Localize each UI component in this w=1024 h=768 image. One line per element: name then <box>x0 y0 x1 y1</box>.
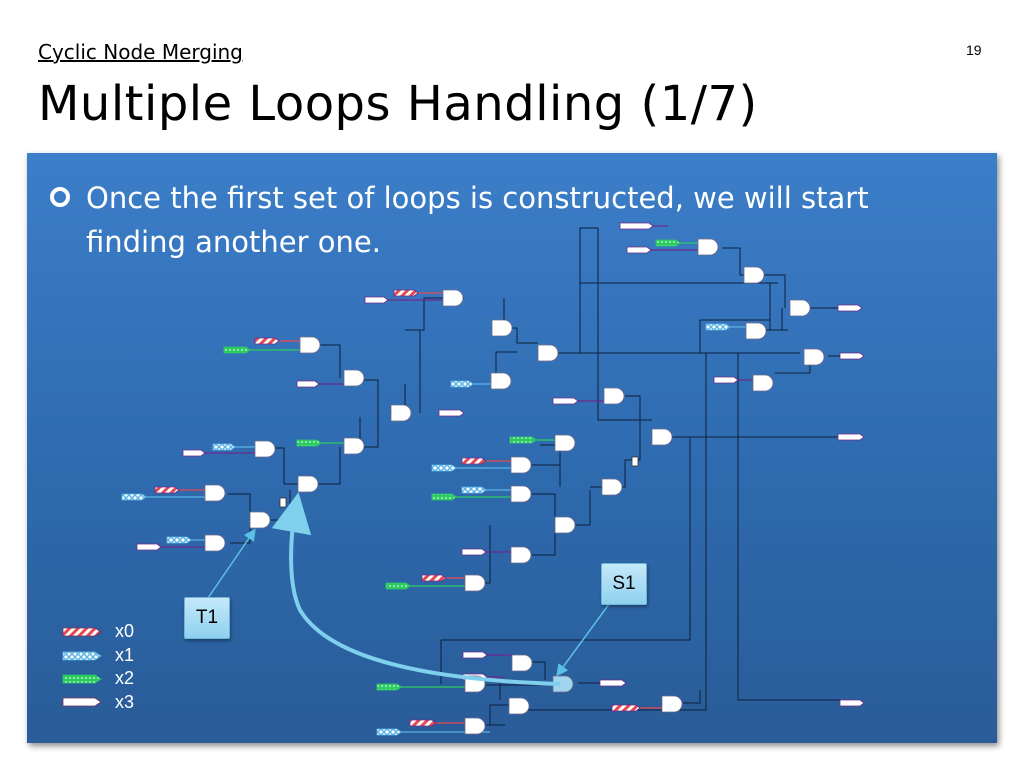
legend-label-x0: x0 <box>115 621 135 641</box>
tag-x3 <box>438 409 465 417</box>
tag-x0 <box>254 337 280 345</box>
tag-out <box>839 352 865 360</box>
tag-x2 <box>655 239 681 247</box>
s1-pointer <box>556 599 613 677</box>
slide-title: Multiple Loops Handling (1/7) <box>38 76 758 132</box>
legend-swatch-x1 <box>62 651 102 661</box>
tag-x2 <box>376 683 402 691</box>
tag-x2 <box>296 439 322 447</box>
tag-x2 <box>385 582 411 590</box>
tag-x3 <box>626 246 652 254</box>
tag-x1 <box>431 464 457 472</box>
callout-s1: S1 <box>601 563 647 605</box>
slide-number: 19 <box>966 42 982 58</box>
signal-tags <box>121 222 865 736</box>
bullet-icon <box>50 187 70 207</box>
tag-x3 <box>619 222 654 230</box>
tag-out <box>837 304 863 312</box>
bullet-text: Once the first set of loops is construct… <box>86 181 869 259</box>
content-panel <box>27 153 997 743</box>
tag-x1 <box>121 493 147 501</box>
tag-x0 <box>154 486 180 494</box>
tag-x3 <box>182 449 206 457</box>
tag-x0 <box>461 457 487 465</box>
tag-x3 <box>713 376 739 384</box>
tag-x0 <box>393 289 419 297</box>
t1-pointer <box>207 528 256 599</box>
merge-arrow <box>271 492 561 686</box>
tag-out <box>599 679 627 687</box>
tag-x1 <box>705 323 731 331</box>
tag-x3 <box>462 651 488 659</box>
legend-swatch-x3 <box>62 697 102 707</box>
tag-x2 <box>509 436 537 444</box>
input-lines <box>145 225 753 733</box>
tag-out <box>839 699 865 707</box>
tag-x0 <box>421 574 447 582</box>
callout-t1: T1 <box>184 597 230 639</box>
tag-x0 <box>409 719 437 727</box>
legend-label-x2: x2 <box>115 668 135 688</box>
legend-label-x1: x1 <box>115 645 135 665</box>
tag-x0 <box>611 704 641 712</box>
tag-x1 <box>461 486 487 494</box>
and-gates <box>204 238 825 735</box>
tag-x3 <box>552 397 579 405</box>
tag-x3 <box>461 548 487 556</box>
tag-x1 <box>212 443 236 451</box>
tag-x3 <box>296 380 320 388</box>
slide-subtitle: Cyclic Node Merging <box>38 40 243 64</box>
legend-swatch-x0 <box>62 627 102 637</box>
tag-x3 <box>136 543 162 551</box>
legend-swatches <box>62 627 102 707</box>
tag-x2 <box>223 346 251 354</box>
tag-x3 <box>364 296 389 304</box>
tag-x1 <box>376 728 402 736</box>
legend-swatch-x2 <box>62 674 102 684</box>
legend-label-x3: x3 <box>115 692 135 712</box>
diagram-wires <box>228 227 842 726</box>
tag-x1 <box>166 536 192 544</box>
tag-x1 <box>450 380 474 388</box>
tag-out <box>837 433 865 441</box>
tag-x2 <box>431 493 457 501</box>
register-boxes <box>279 456 639 508</box>
